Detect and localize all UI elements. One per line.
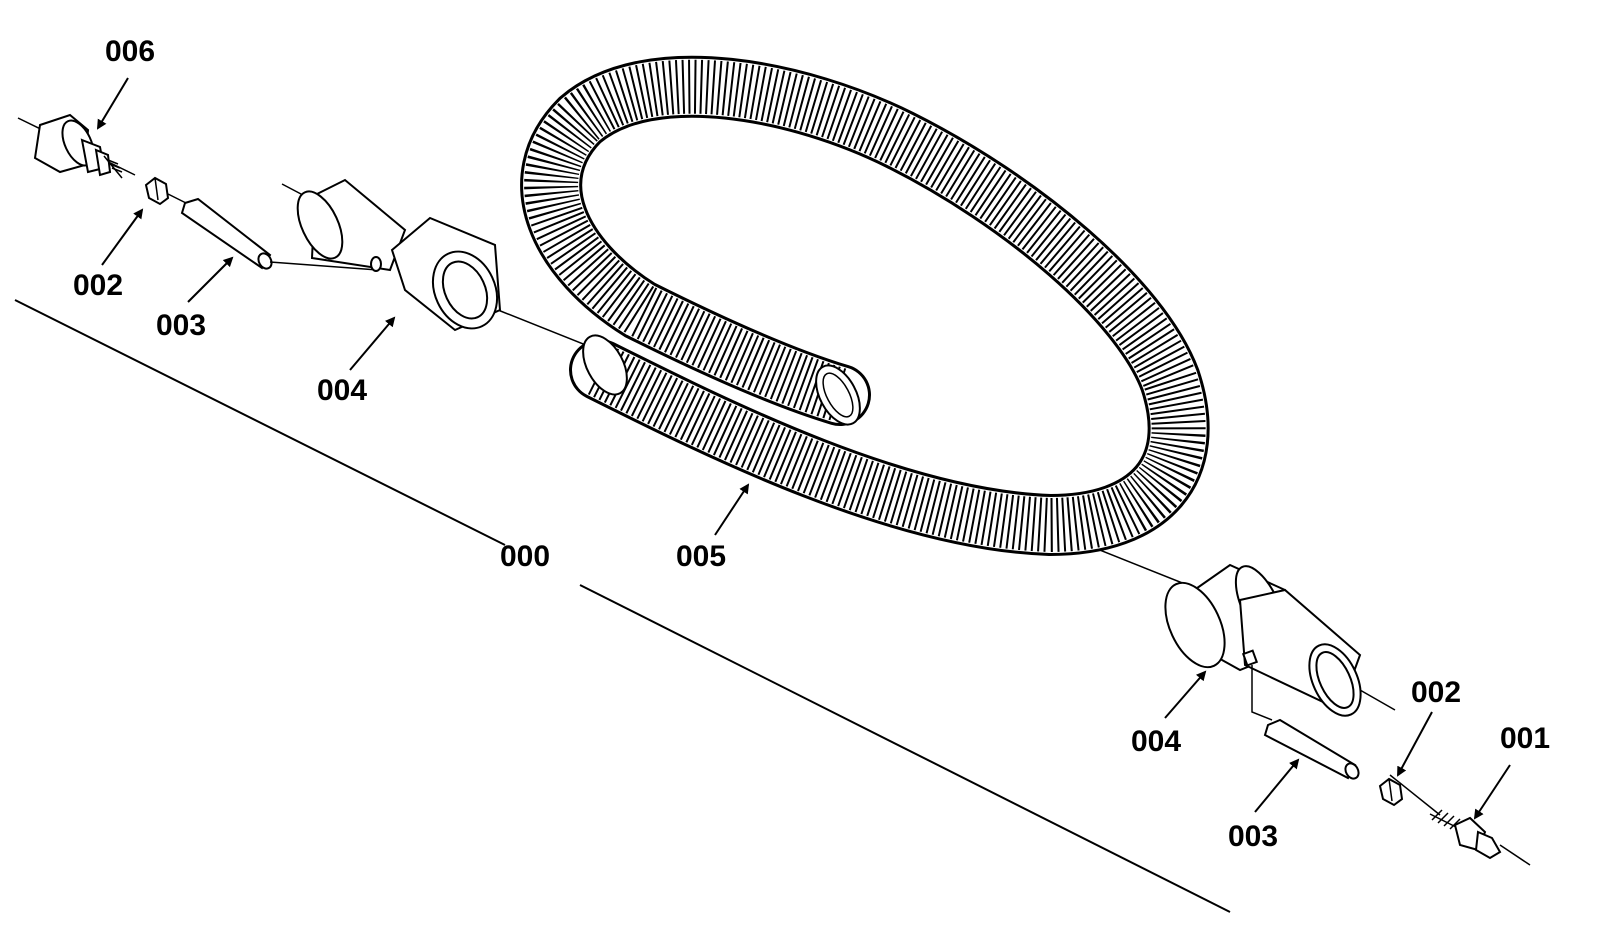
left-end-fitting (33, 113, 123, 179)
right-sleeve (1263, 718, 1360, 780)
assembly-bracket-line (14, 299, 1231, 913)
callout-006: 006 (105, 35, 156, 68)
callout-002-right: 002 (1411, 676, 1462, 709)
callout-002-left: 002 (73, 269, 124, 302)
corrugated-hose (520, 55, 1210, 557)
callout-005: 005 (676, 540, 727, 573)
callout-000: 000 (500, 540, 551, 573)
callout-arrows (96, 77, 1511, 820)
callout-001: 001 (1500, 722, 1551, 755)
callout-004-right: 004 (1131, 725, 1182, 758)
left-sleeve (180, 197, 273, 270)
right-cuff (1164, 563, 1362, 721)
right-nut (1378, 777, 1404, 807)
callout-004-left: 004 (317, 374, 368, 407)
left-nut (144, 176, 170, 206)
callout-003-left: 003 (156, 309, 207, 342)
callout-003-right: 003 (1228, 820, 1279, 853)
left-cuff (269, 178, 502, 332)
right-end-fitting (1429, 809, 1502, 860)
